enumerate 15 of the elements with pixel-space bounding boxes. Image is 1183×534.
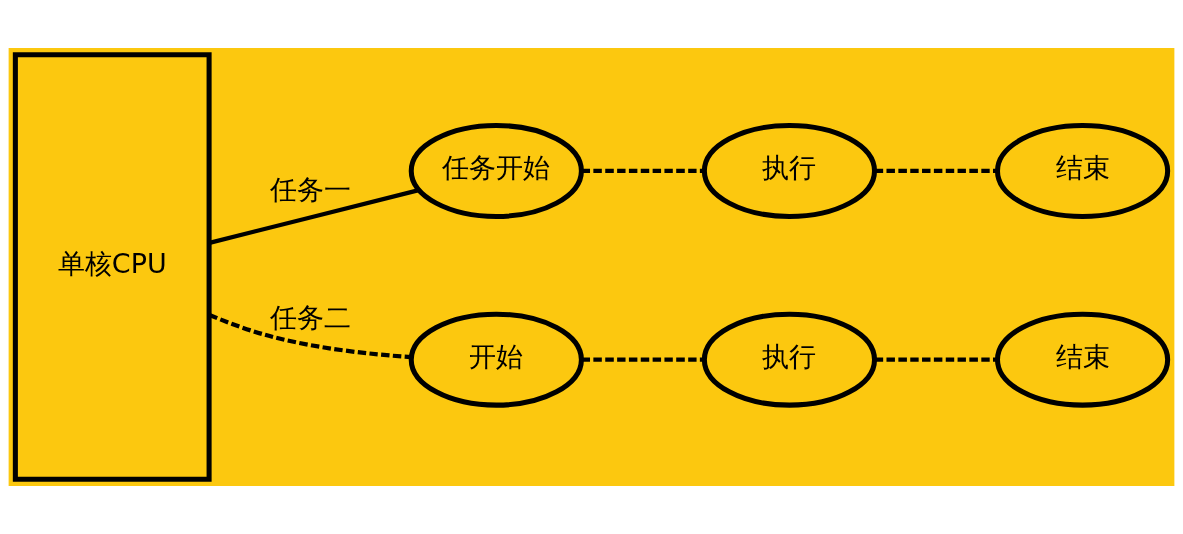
node-ellipse: 执行	[701, 122, 878, 219]
node-ellipse: 任务开始	[408, 122, 584, 219]
connector	[874, 357, 998, 362]
connector	[581, 168, 705, 174]
node-ellipse: 结束	[994, 122, 1171, 219]
connector	[581, 357, 705, 362]
node-box: 单核CPU	[12, 52, 212, 482]
edge-label: 任务二	[269, 302, 351, 334]
node-ellipse: 开始	[408, 311, 584, 408]
connector	[208, 313, 412, 360]
edge-label: 任务一	[269, 174, 351, 206]
connector	[209, 188, 420, 245]
node-ellipse: 结束	[994, 311, 1171, 408]
connector	[874, 168, 998, 174]
node-ellipse: 执行	[701, 311, 878, 408]
